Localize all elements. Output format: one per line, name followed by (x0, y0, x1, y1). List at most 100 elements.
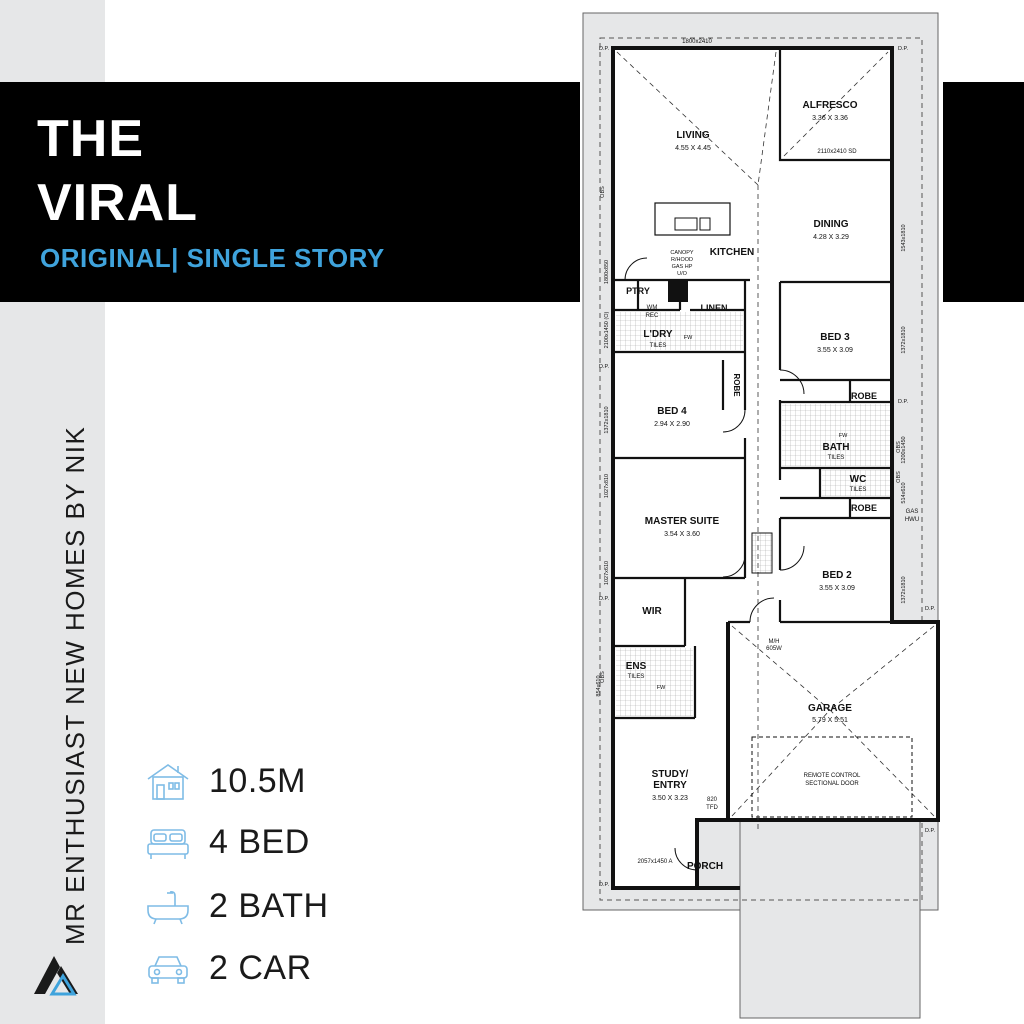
master-suite-label: MASTER SUITE (645, 516, 720, 527)
spec-bed-text: 4 BED (209, 822, 310, 861)
obs-note-3: OBS (896, 471, 902, 483)
dining-window-note: 1543x1810 (901, 224, 907, 251)
study-size: 3.50 X 3.23 (652, 795, 688, 802)
study-label-1: STUDY/ (652, 769, 689, 780)
alfresco-door-note: 2110x2410 SD (817, 149, 857, 155)
laundry-label: L'DRY (643, 329, 673, 340)
bed3-robe-label: ROBE (851, 391, 877, 401)
living-size: 4.55 X 4.45 (675, 145, 711, 152)
title-line-1: THE (37, 110, 144, 168)
ens-fw-note: FW (657, 685, 666, 691)
living-label: LIVING (676, 130, 710, 141)
master-suite-size: 3.54 X 3.60 (664, 531, 700, 538)
title-band (0, 82, 580, 302)
wm-note: WM (647, 305, 658, 311)
rec-note: REC (646, 313, 659, 319)
dp-note-1: D.P. (599, 46, 609, 52)
spec-car-text: 2 CAR (209, 948, 312, 987)
bath-window-note: 1200x1450 (901, 436, 907, 463)
canopy-note-3: GAS HP (672, 264, 693, 270)
ldry-window-note: 2100x1450 (O) (604, 311, 610, 348)
bed-icon (147, 829, 189, 859)
wc-label: WC (850, 474, 867, 485)
bed3-size: 3.55 X 3.09 (817, 347, 853, 354)
dp-note-3: D.P. (599, 364, 609, 370)
title-band-right (943, 82, 1024, 302)
bath-floor: TILES (828, 455, 845, 461)
bed4-label: BED 4 (657, 406, 687, 417)
bed2-label: BED 2 (822, 570, 852, 581)
dp-note-4: D.P. (898, 399, 908, 405)
dining-label: DINING (814, 219, 849, 230)
dp-note-8: D.P. (599, 882, 609, 888)
ensuite-label: ENS (626, 661, 647, 672)
garage-slab (728, 622, 938, 820)
dp-note-2: D.P. (898, 46, 908, 52)
wc-floor: TILES (850, 487, 867, 493)
ens-window-note: 854x610 (596, 675, 602, 696)
obs-note-2: OBS (600, 671, 606, 683)
alfresco-label: ALFRESCO (803, 100, 858, 111)
spec-car: 2 CAR (145, 946, 312, 990)
wir-label: WIR (642, 606, 662, 617)
spec-bath: 2 BATH (145, 884, 329, 928)
dp-note-7: D.P. (925, 828, 935, 834)
pantry-label: PTRY (626, 286, 650, 296)
entry-window-note: 2057x1450 A (637, 859, 672, 865)
wc-window-note: 514x610 (901, 482, 907, 503)
subtitle: ORIGINAL| SINGLE STORY (40, 243, 385, 273)
living-window-note: 1800x850 (604, 260, 610, 284)
bed3-window-note: 1372x1810 (901, 326, 907, 353)
door-swings (624, 257, 805, 871)
gas-hwu-note-1: GAS (906, 509, 919, 515)
brand-vertical-text: MR ENTHUSIAST NEW HOMES BY NIK (60, 425, 90, 945)
dining-size: 4.28 X 3.29 (813, 234, 849, 241)
tfd-note-2: TFD (706, 805, 718, 811)
bed3-label: BED 3 (820, 332, 850, 343)
dp-note-6: D.P. (925, 606, 935, 612)
canopy-note-2: R/HOOD (671, 257, 693, 263)
spec-frontage: 10.5M (145, 759, 306, 803)
master-window-note-1: 1027x810 (604, 474, 610, 498)
mh-note-2: 605W (766, 646, 782, 652)
tfd-note-1: 820 (707, 797, 718, 803)
logo-icon (34, 956, 78, 996)
bed2-robe-label: ROBE (851, 503, 877, 513)
setback-line (599, 37, 923, 901)
ldry-fw-note: FW (684, 335, 693, 341)
internal-walls (613, 48, 892, 720)
linen-label: LINEN (701, 303, 728, 313)
garage-door-note-1: REMOTE CONTROL (804, 773, 861, 779)
floor-plan: ALFRESCO 3.36 X 3.36 LIVING 4.55 X 4.45 … (580, 10, 944, 1020)
canopy-note-1: CANOPY (670, 250, 694, 256)
bed2-window-note: 1372x1810 (901, 576, 907, 603)
master-window-note-2: 1027x610 (604, 561, 610, 585)
gas-hwu-note-2: HWU (905, 517, 919, 523)
bed4-window-note: 1372x1810 (604, 406, 610, 433)
obs-note-1: OBS (600, 186, 606, 198)
kitchen-label: KITCHEN (710, 247, 754, 258)
ensuite-floor: TILES (628, 674, 645, 680)
bed2-size: 3.55 X 3.09 (819, 585, 855, 592)
bath-label: BATH (822, 442, 849, 453)
garage-door (751, 736, 913, 818)
bed4-size: 2.94 X 2.90 (654, 421, 690, 428)
canopy-note-4: U/O (677, 271, 688, 277)
driveway (739, 819, 921, 1019)
car-icon (148, 956, 188, 984)
top-window-note: 1800x2410 (682, 39, 712, 45)
bath-icon (147, 891, 189, 925)
tiled-areas (616, 312, 890, 716)
spec-bath-text: 2 BATH (209, 886, 329, 925)
title-line-2: VIRAL (37, 174, 198, 232)
garage-size: 5.79 X 5.51 (812, 717, 848, 724)
bed4-robe-label: ROBE (732, 373, 741, 397)
external-walls (611, 46, 940, 890)
mh-note-1: M/H (769, 639, 780, 645)
roof-lines (616, 51, 935, 830)
floor-plan-drawing: ALFRESCO 3.36 X 3.36 LIVING 4.55 X 4.45 … (582, 12, 940, 1019)
spec-bed: 4 BED (145, 820, 310, 864)
obs-note-4: OBS (896, 441, 902, 453)
porch-label: PORCH (687, 861, 723, 872)
dp-note-5: D.P. (599, 596, 609, 602)
